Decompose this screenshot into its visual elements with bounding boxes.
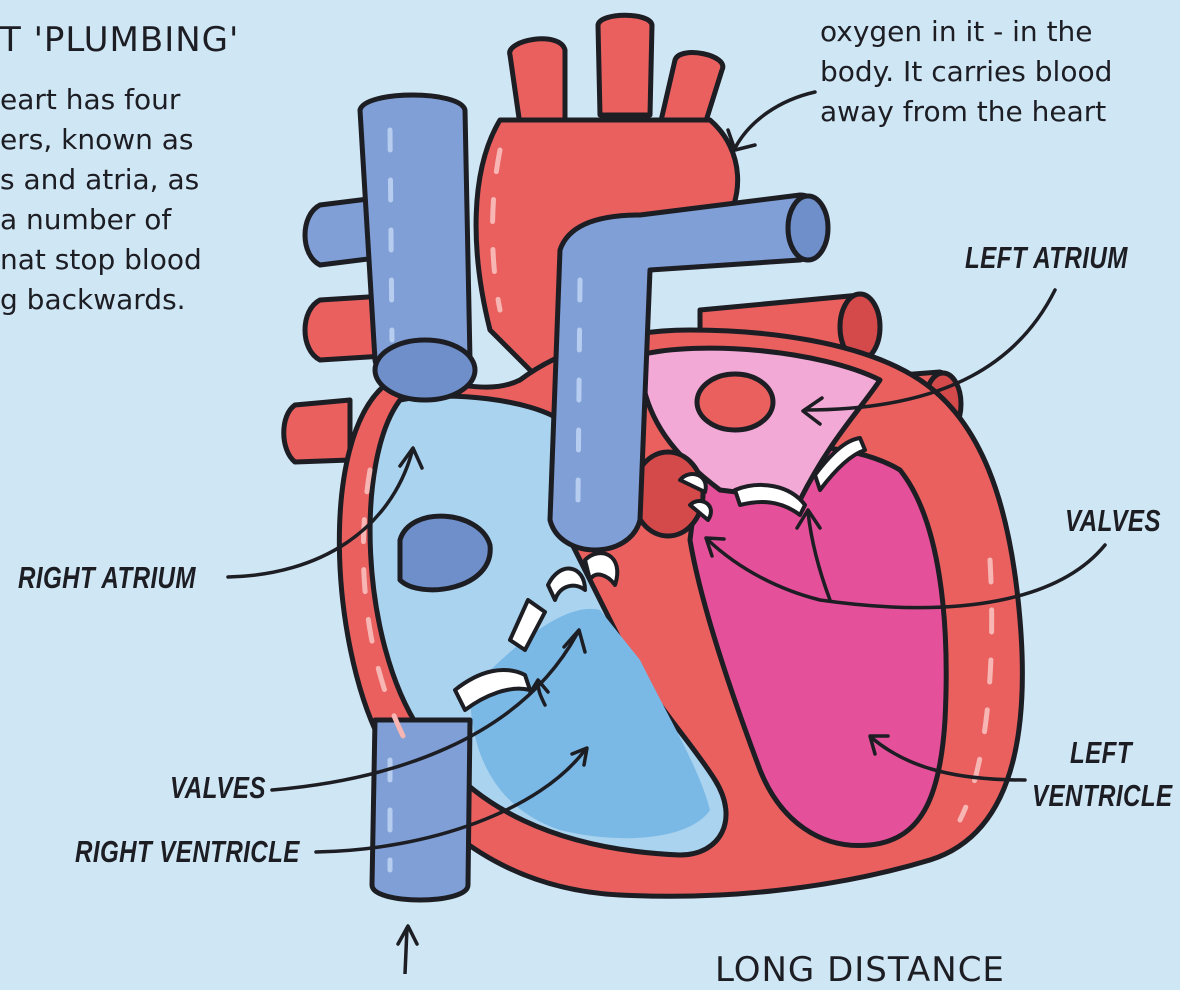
aorta-branch-left [510, 39, 565, 125]
label-left-ventricle-line1: LEFT [1070, 735, 1132, 771]
arrow-aorta [735, 92, 815, 148]
aorta-description-line: away from the heart [820, 92, 1180, 132]
label-left-ventricle-line2: VENTRICLE [1032, 778, 1173, 814]
left-description-line: ers, known as [0, 120, 202, 160]
left-description-line: nat stop blood [0, 240, 202, 280]
arrow-vena-cava-bottom [405, 928, 407, 974]
label-valves-left: VALVES [170, 770, 266, 806]
label-valves-right: VALVES [1065, 503, 1161, 539]
section-heading-plumbing: T 'PLUMBING' [0, 20, 239, 60]
label-right-ventricle: RIGHT VENTRICLE [75, 834, 300, 870]
left-description-line: g backwards. [0, 280, 202, 320]
label-right-atrium: RIGHT ATRIUM [18, 560, 196, 596]
aorta-description: oxygen in it - in the body. It carries b… [820, 12, 1180, 132]
aorta-description-line: oxygen in it - in the [820, 12, 1180, 52]
aorta-branch-middle [598, 15, 652, 115]
aorta-description-line: body. It carries blood [820, 52, 1180, 92]
left-atrium-opening [697, 374, 773, 430]
label-left-atrium: LEFT ATRIUM [965, 240, 1128, 276]
left-description: eart has four ers, known as s and atria,… [0, 80, 202, 320]
pulmonary-stub-left-bottom [284, 400, 350, 462]
left-description-line: s and atria, as [0, 160, 202, 200]
left-description-line: eart has four [0, 80, 202, 120]
inferior-vena-cava [372, 720, 470, 900]
left-description-line: a number of [0, 200, 202, 240]
coronary-sinus-opening [400, 516, 490, 590]
bottom-heading: LONG DISTANCE [715, 950, 1005, 990]
